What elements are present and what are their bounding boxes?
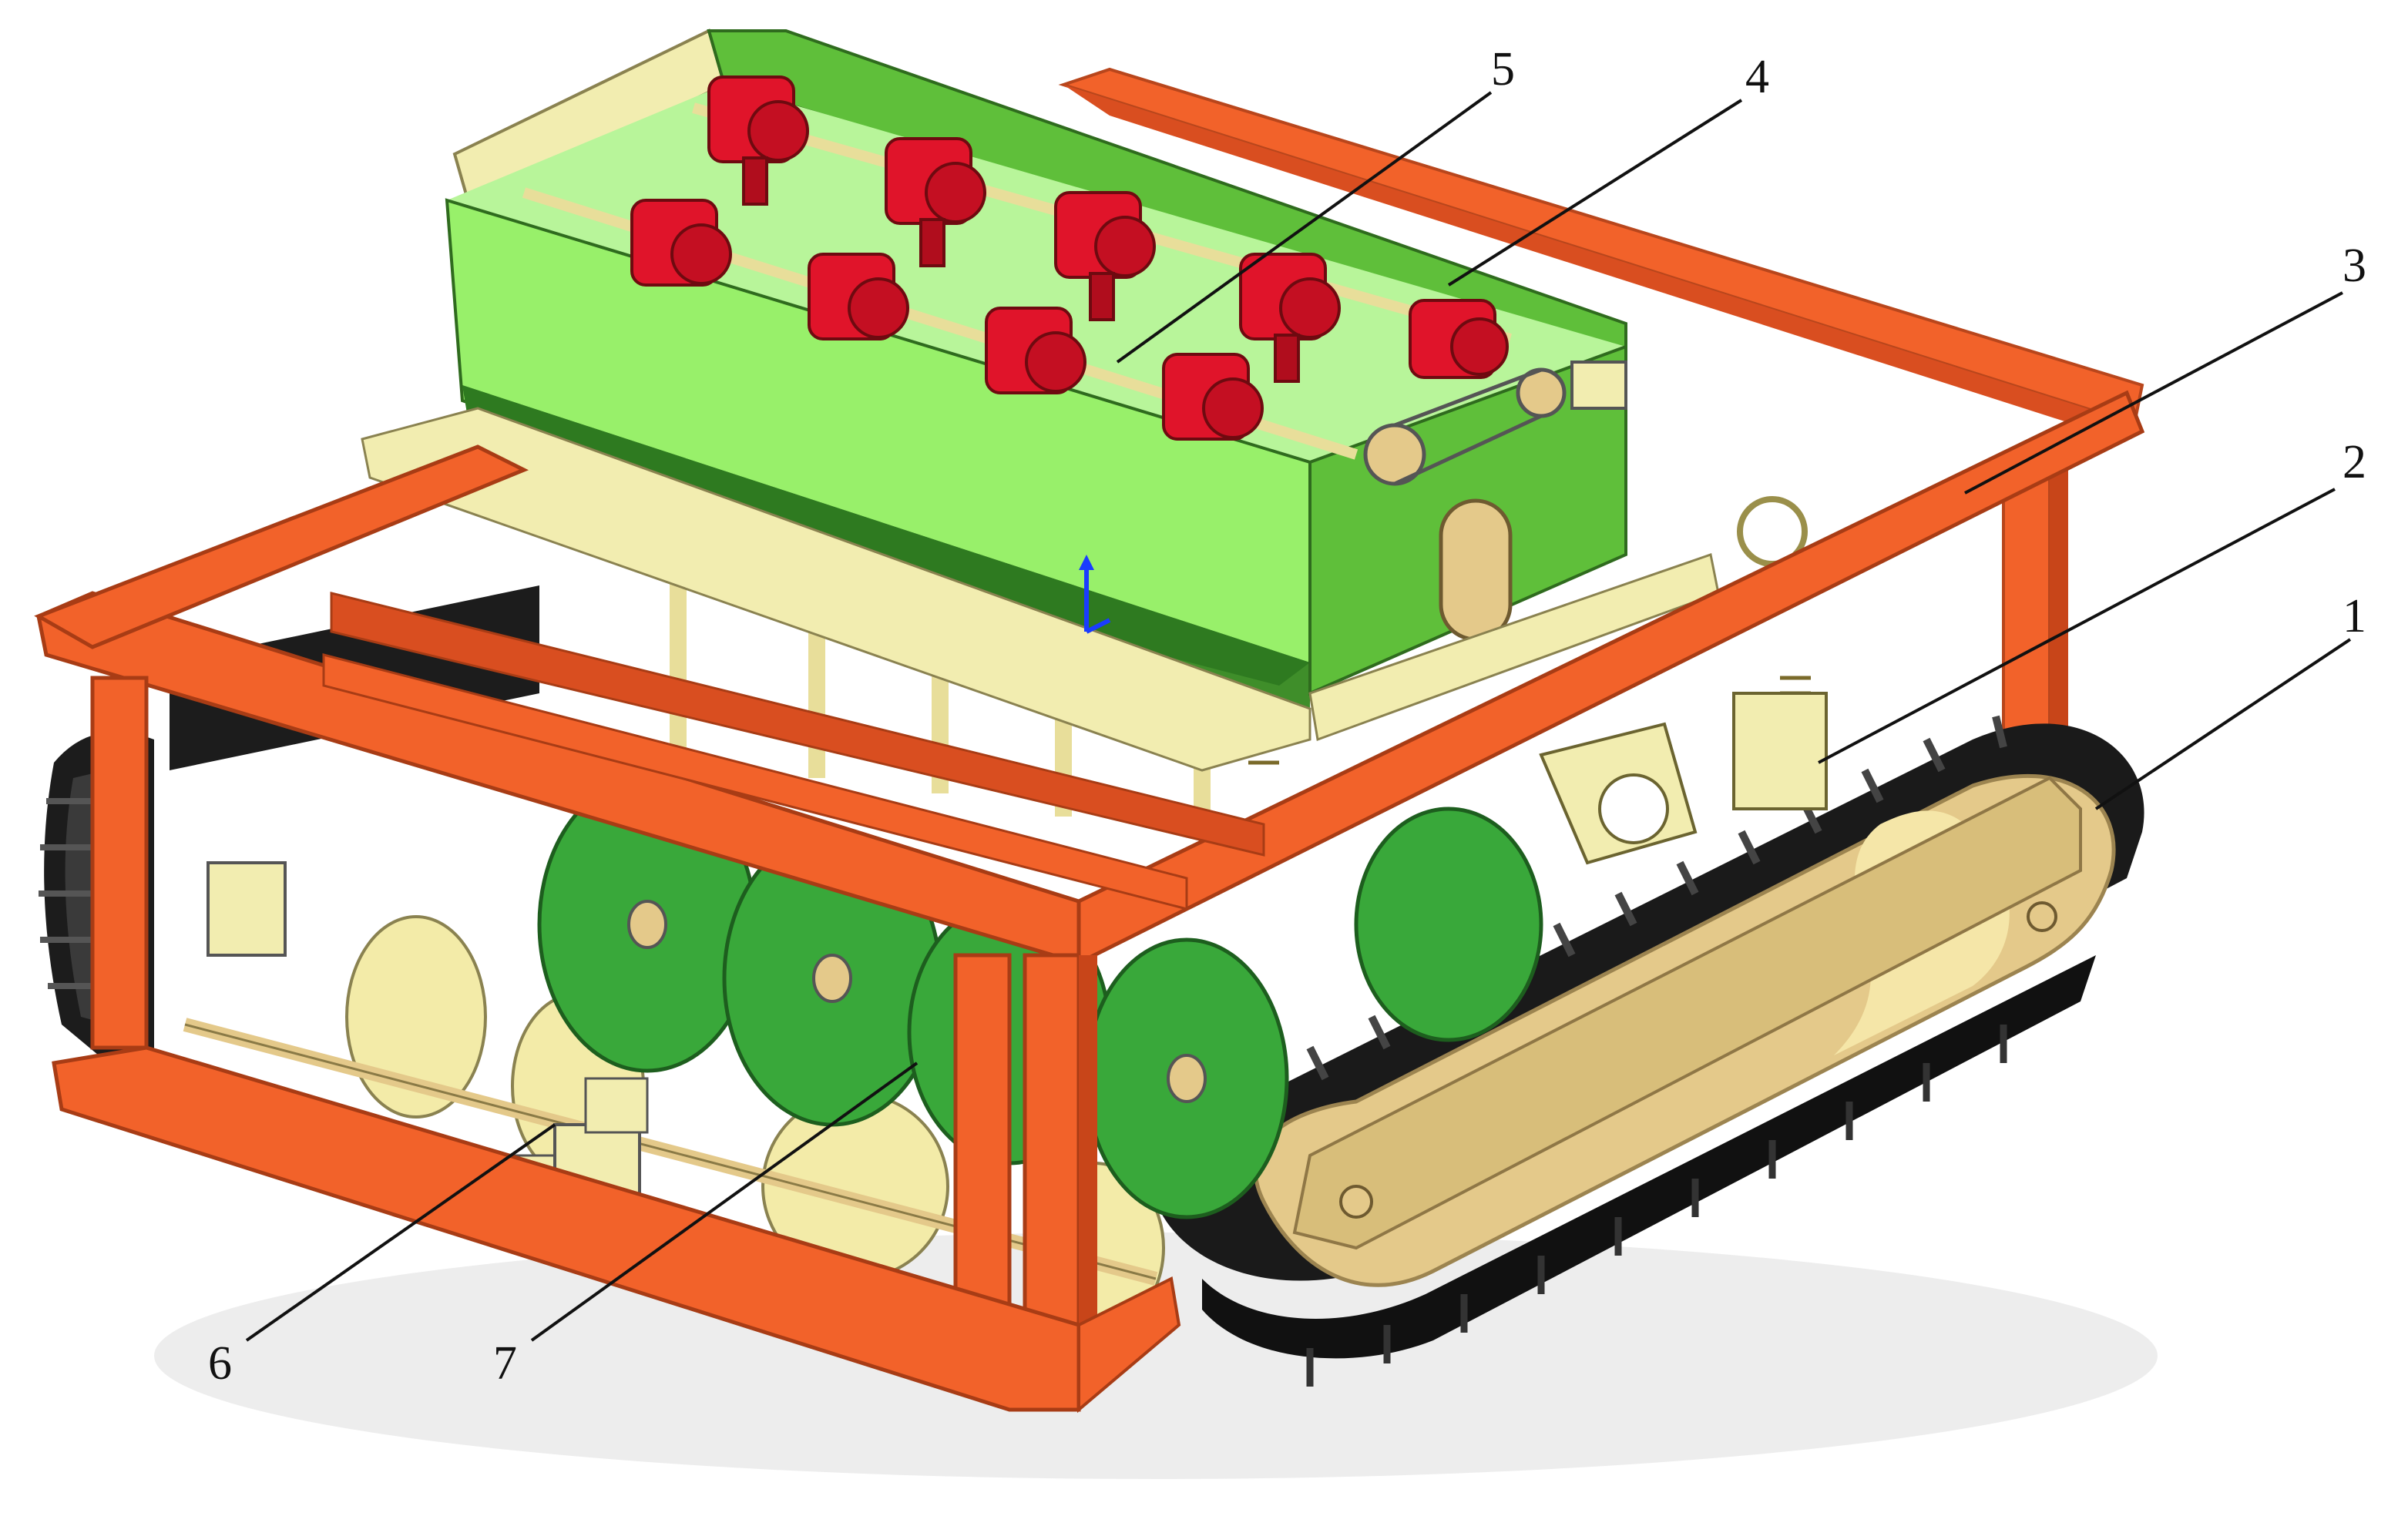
metering-unit (1054, 191, 1156, 321)
axis-triad (1079, 555, 1111, 634)
leader-line-7 (530, 1062, 919, 1342)
metering-unit (707, 75, 809, 206)
seed-metering-units (630, 75, 1509, 441)
metering-unit (1239, 253, 1341, 383)
leader-lines (245, 91, 2352, 1342)
rear-frame (1058, 67, 2144, 795)
callout-4: 4 (1745, 51, 1769, 103)
metering-unit (630, 199, 732, 287)
leader-line-6 (245, 1123, 556, 1342)
callout-7: 7 (493, 1337, 517, 1390)
drive-motor (207, 861, 649, 1242)
callout-labels: 1 2 3 4 5 6 7 (208, 43, 2366, 1390)
callout-6: 6 (208, 1337, 232, 1390)
seed-hopper (361, 29, 1720, 772)
control-box (1732, 692, 1828, 810)
track-wheel-bolt-front (1339, 1185, 1373, 1219)
callout-2: 2 (2343, 436, 2366, 488)
callout-1: 1 (2343, 590, 2366, 642)
leader-line-1 (2094, 638, 2352, 810)
callout-5: 5 (1491, 43, 1515, 96)
metering-unit (985, 307, 1086, 394)
track-wheel-bolt-rear (2027, 901, 2057, 932)
metering-unit (808, 253, 909, 340)
leader-line-4 (1447, 99, 1743, 287)
main-frame (34, 390, 2145, 1414)
leader-line-5 (1116, 91, 1493, 364)
leader-line-2 (1818, 488, 2336, 764)
callout-3: 3 (2343, 240, 2366, 292)
metering-unit (1162, 353, 1264, 441)
metering-unit (885, 137, 986, 267)
metering-unit (1409, 299, 1509, 379)
leader-line-3 (1964, 291, 2343, 495)
